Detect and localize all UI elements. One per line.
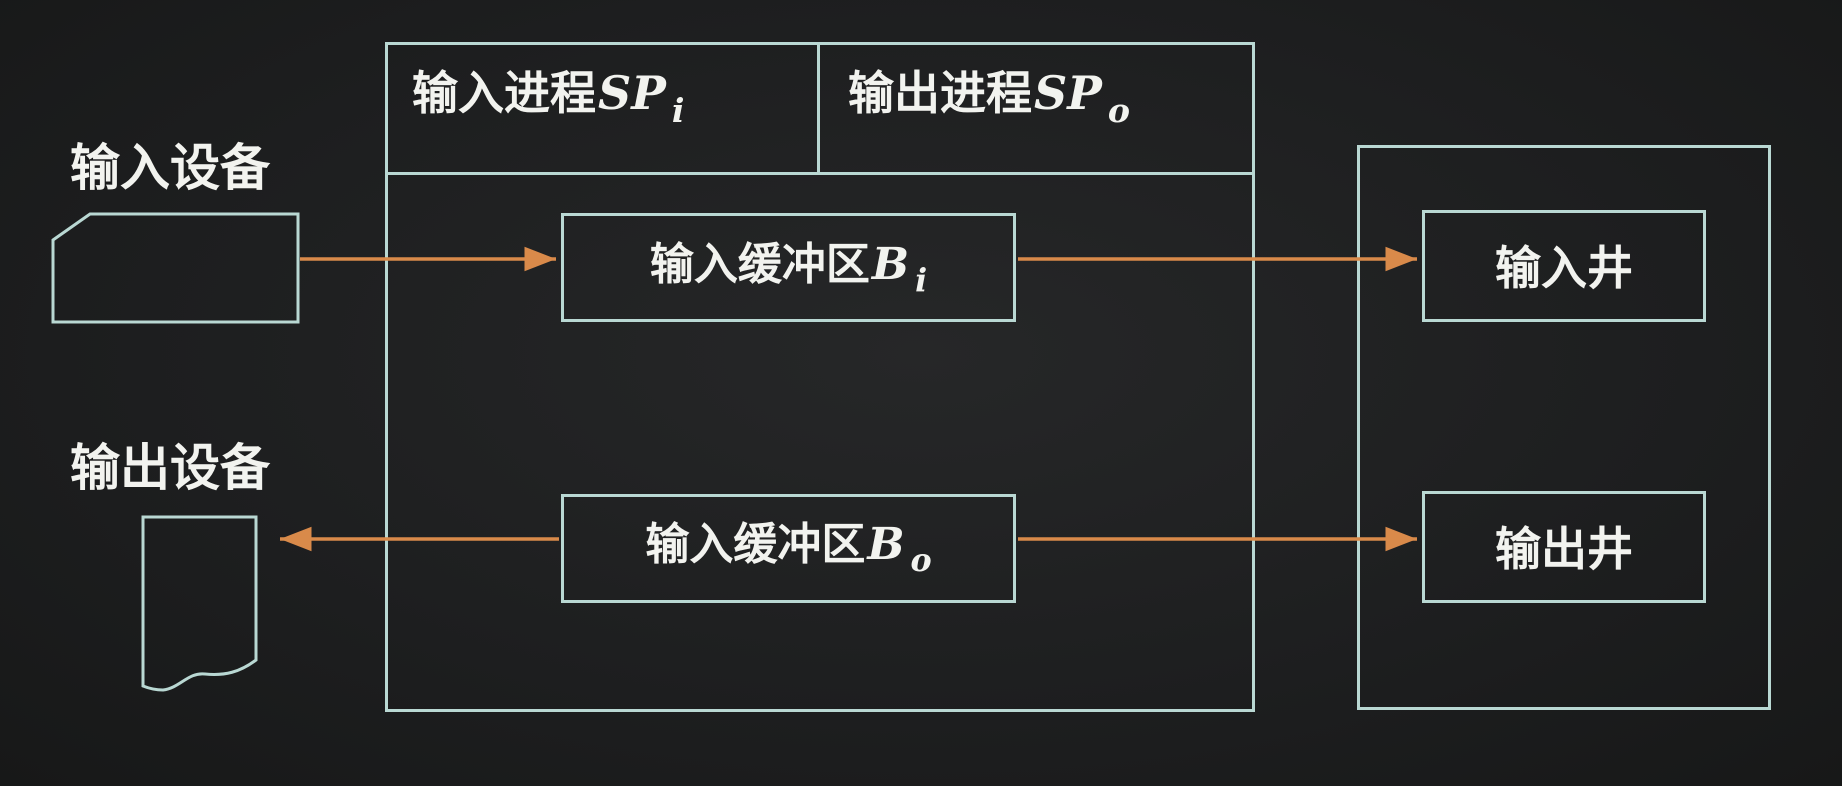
disk-container [1357, 145, 1771, 710]
input-buffer-box [561, 213, 1016, 322]
input-buffer-subscript: i [915, 262, 928, 300]
input-buffer-label: 输入缓冲区 B i [561, 239, 1016, 297]
output-device-page-icon [141, 515, 258, 692]
process-container [385, 42, 1255, 712]
input-device-label: 输入设备 [70, 139, 270, 197]
output-well-label: 输出井 [1495, 522, 1633, 576]
input-process-text: 输入进程 [412, 66, 596, 120]
input-process-label: 输入进程 SP i [412, 66, 684, 127]
process-header-separator [817, 42, 820, 174]
output-buffer-label: 输入缓冲区 B o [561, 519, 1016, 577]
output-buffer-subscript: o [910, 542, 932, 580]
output-buffer-symbol: B [867, 519, 905, 570]
output-buffer-box [561, 494, 1016, 603]
output-process-subscript: o [1107, 90, 1130, 130]
output-process-text: 输出进程 [848, 66, 1032, 120]
output-device-label: 输出设备 [70, 439, 270, 497]
input-buffer-text: 输入缓冲区 [649, 239, 870, 290]
output-process-label: 输出进程 SP o [848, 66, 1130, 127]
process-header-divider [385, 172, 1255, 175]
input-well-label: 输入井 [1495, 241, 1633, 295]
input-process-subscript: i [671, 90, 685, 130]
input-process-symbol: SP [598, 66, 666, 120]
input-buffer-symbol: B [871, 239, 910, 290]
output-process-symbol: SP [1034, 66, 1102, 120]
input-well-box [1422, 210, 1706, 322]
input-device-card-icon [51, 212, 300, 324]
output-well-box [1422, 491, 1706, 603]
output-buffer-text: 输入缓冲区 [645, 519, 866, 570]
